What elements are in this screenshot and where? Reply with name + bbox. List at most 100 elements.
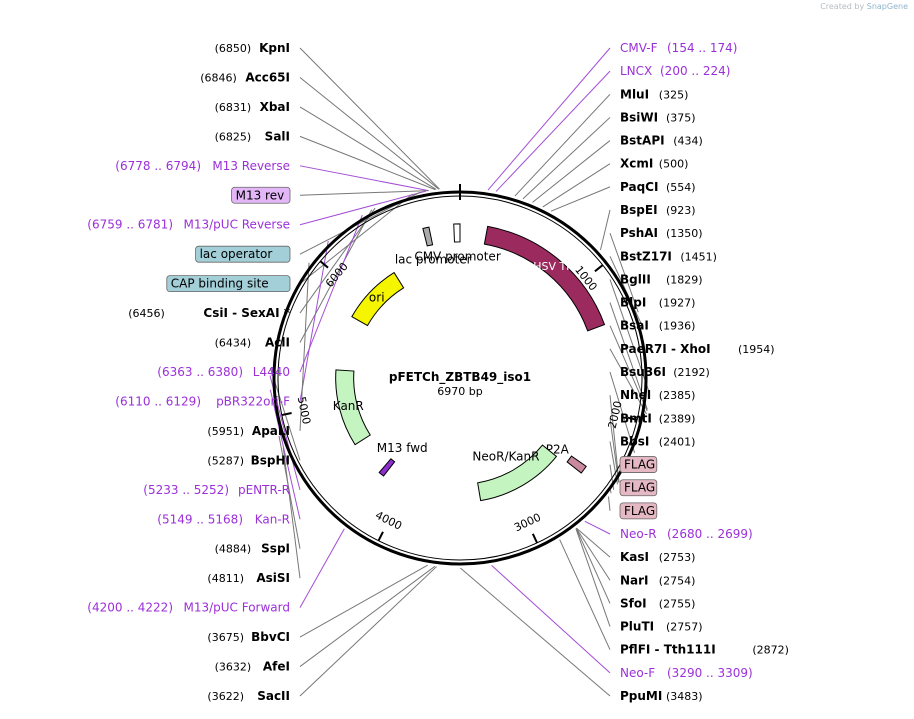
- feature-arrow[interactable]: [483, 225, 606, 332]
- primer-label[interactable]: LNCX(200 .. 224): [620, 64, 730, 78]
- feature-arrow[interactable]: [351, 271, 405, 327]
- enzyme-position: (4884): [215, 543, 252, 556]
- primer-range: (6110 .. 6129): [115, 394, 201, 408]
- enzyme-site-label[interactable]: KasI(2753): [620, 550, 695, 564]
- enzyme-name: BsiWI: [620, 110, 658, 124]
- enzyme-site-label[interactable]: BsiWI (375): [620, 110, 696, 124]
- primer-label[interactable]: M13/pUC Forward(4200 .. 4222): [87, 601, 290, 615]
- enzyme-site-label[interactable]: PflFI - Tth111I(2872): [620, 643, 789, 657]
- primer-label[interactable]: pENTR-R(5233 .. 5252): [143, 483, 290, 497]
- tick-mark: [531, 533, 538, 544]
- leader-line: [487, 47, 611, 191]
- feature-arrow[interactable]: [335, 369, 371, 446]
- feature-box: [619, 502, 658, 520]
- enzyme-site-label[interactable]: NheI(2385): [620, 388, 695, 402]
- enzyme-site-label[interactable]: BstZ17I(1451): [620, 249, 717, 263]
- feature-arrow[interactable]: [566, 455, 587, 474]
- enzyme-site-label[interactable]: Acc65I(6846): [200, 70, 290, 84]
- enzyme-position: (375): [666, 111, 696, 124]
- feature-box-label[interactable]: M13 rev: [231, 186, 291, 204]
- feature-arrow[interactable]: [378, 458, 396, 477]
- enzyme-site-label[interactable]: BstAPI(434): [620, 134, 703, 148]
- enzyme-site-label[interactable]: Bsu36I(2192): [620, 365, 710, 379]
- enzyme-name: KpnI: [259, 41, 290, 55]
- enzyme-site-label[interactable]: XbaI(6831): [215, 100, 290, 114]
- credit-brand: SnapGene: [866, 2, 908, 11]
- feature-box: [619, 479, 658, 497]
- enzyme-site-label[interactable]: CsiI - SexAI *(6456): [128, 306, 290, 320]
- enzyme-site-label[interactable]: AfeI(3632): [215, 660, 290, 674]
- enzyme-name: NarI: [620, 573, 649, 587]
- feature-box-label[interactable]: FLAG: [619, 502, 658, 520]
- enzyme-position: (1954): [738, 343, 775, 356]
- primer-label[interactable]: Neo-F(3290 .. 3309): [620, 666, 753, 680]
- enzyme-position: (2389): [659, 412, 696, 425]
- enzyme-site-label[interactable]: PpuMI(3483): [620, 689, 703, 703]
- feature-box-text: FLAG: [624, 458, 655, 472]
- enzyme-site-label[interactable]: KpnI(6850): [215, 41, 290, 55]
- feature-box-label[interactable]: FLAG: [619, 479, 658, 497]
- enzyme-position: (6825): [215, 130, 252, 143]
- primer-label[interactable]: Kan-R(5149 .. 5168): [157, 512, 290, 526]
- feature-box-label[interactable]: FLAG: [619, 456, 658, 473]
- enzyme-site-label[interactable]: PshAI(1350): [620, 226, 703, 240]
- feature-arrow[interactable]: [477, 444, 558, 502]
- enzyme-site-label[interactable]: BlpI(1927): [620, 296, 695, 310]
- enzyme-site-label[interactable]: SacII(3622): [207, 689, 290, 703]
- enzyme-site-label[interactable]: PluTI(2757): [620, 620, 703, 634]
- enzyme-site-label[interactable]: BmtI(2389): [620, 411, 695, 425]
- tick-mark: [627, 416, 638, 421]
- leader-line: [299, 528, 345, 608]
- enzyme-site-label[interactable]: ApaLI(5951): [207, 424, 290, 438]
- enzyme-site-label[interactable]: SalI(6825): [215, 129, 290, 143]
- feature-box-label[interactable]: lac operator: [195, 245, 291, 263]
- enzyme-site-label[interactable]: PaeR7I - XhoI(1954): [620, 342, 775, 356]
- enzyme-position: (4811): [207, 572, 244, 585]
- enzyme-site-label[interactable]: MluI(325): [620, 87, 688, 101]
- enzyme-site-label[interactable]: SfoI(2755): [620, 596, 695, 610]
- enzyme-name: KasI: [620, 550, 649, 564]
- enzyme-name: AclI: [265, 336, 290, 350]
- enzyme-site-label[interactable]: BbvCI(3675): [207, 630, 290, 644]
- enzyme-site-label[interactable]: BbsI(2401): [620, 434, 695, 448]
- primer-label[interactable]: CMV-F(154 .. 174): [620, 41, 737, 55]
- enzyme-site-label[interactable]: NarI(2754): [620, 573, 695, 587]
- primer-label[interactable]: M13 Reverse(6778 .. 6794): [115, 159, 290, 173]
- primer-label[interactable]: M13/pUC Reverse(6759 .. 6781): [87, 218, 290, 232]
- primer-label[interactable]: L4440(6363 .. 6380): [157, 365, 290, 379]
- feature-arrow[interactable]: [453, 223, 461, 243]
- feature-box-label[interactable]: CAP binding site: [166, 275, 291, 293]
- feature-box: [231, 186, 291, 204]
- feature-arrow[interactable]: [422, 226, 434, 247]
- enzyme-position: (500): [659, 158, 689, 171]
- enzyme-site-label[interactable]: BsaI(1936): [620, 319, 695, 333]
- primer-label[interactable]: pBR322ori-F(6110 .. 6129): [115, 394, 290, 408]
- primer-range: (6363 .. 6380): [157, 365, 243, 379]
- feature-label: ori: [369, 291, 385, 305]
- leader-line: [299, 209, 373, 343]
- leader-line: [559, 539, 611, 650]
- enzyme-position: (1927): [659, 297, 696, 310]
- enzyme-position: (1451): [680, 250, 717, 263]
- leader-line: [299, 262, 310, 431]
- enzyme-site-label[interactable]: BspHI(5287): [207, 453, 290, 467]
- enzyme-site-label[interactable]: SspI(4884): [215, 542, 290, 556]
- enzyme-name: BbsI: [620, 434, 649, 448]
- enzyme-name: BglII: [620, 272, 651, 286]
- feature-box: [195, 245, 291, 263]
- enzyme-position: (5951): [207, 425, 244, 438]
- enzyme-site-label[interactable]: AsiSI(4811): [207, 571, 290, 585]
- enzyme-name: SfoI: [620, 596, 647, 610]
- enzyme-site-label[interactable]: AclI(6434): [215, 336, 290, 350]
- primer-name: Neo-R: [620, 527, 657, 541]
- feature-box-text: CAP binding site: [171, 277, 269, 291]
- enzyme-site-label[interactable]: BspEI(923): [620, 203, 696, 217]
- enzyme-site-label[interactable]: XcmI(500): [620, 157, 688, 171]
- enzyme-site-label[interactable]: PaqCI(554): [620, 180, 696, 194]
- enzyme-site-label[interactable]: BglII(1829): [620, 272, 703, 286]
- feature-box-text: FLAG: [624, 481, 655, 495]
- enzyme-name: XbaI: [260, 100, 290, 114]
- primer-label[interactable]: Neo-R(2680 .. 2699): [620, 527, 753, 541]
